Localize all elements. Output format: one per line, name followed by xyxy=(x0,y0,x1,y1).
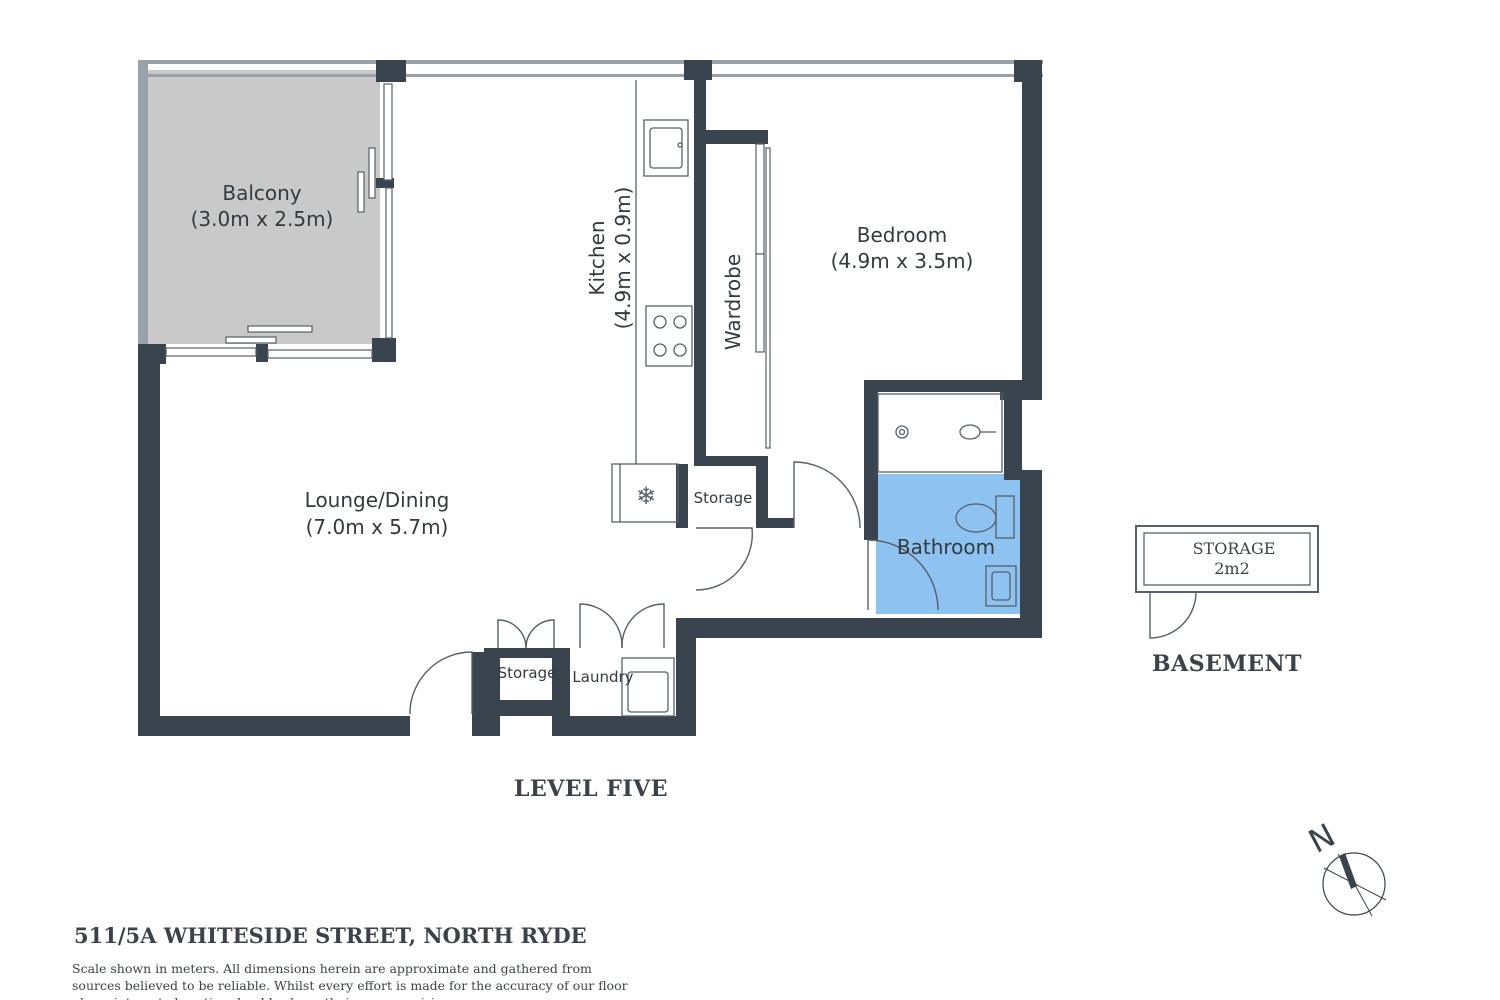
laundry-tub xyxy=(621,657,675,717)
balcony-label: Balcony xyxy=(222,181,301,205)
level-title: LEVEL FIVE xyxy=(514,776,668,802)
bedroom-label: Bedroom xyxy=(857,223,947,247)
kitchen-bench xyxy=(611,80,693,523)
kitchen-dims: (4.9m x 0.9m) xyxy=(611,187,635,330)
address: 511/5A WHITESIDE STREET, NORTH RYDE xyxy=(74,923,587,948)
compass-icon xyxy=(1322,852,1387,917)
bathroom-label: Bathroom xyxy=(897,535,995,559)
compass-north-label: N xyxy=(1302,816,1341,861)
wardrobe-doors xyxy=(755,143,771,449)
lounge-label: Lounge/Dining xyxy=(305,488,450,512)
bedroom-dims: (4.9m x 3.5m) xyxy=(831,249,974,273)
balcony-floor xyxy=(148,70,380,344)
balcony-glazing xyxy=(165,83,393,359)
balcony-dims: (3.0m x 2.5m) xyxy=(191,207,334,231)
basement-storage-area: 2m2 xyxy=(1214,559,1250,578)
basement-storage-label: STORAGE xyxy=(1193,539,1276,558)
bathroom-fixtures xyxy=(877,393,1017,607)
storage-entry-label: Storage xyxy=(498,664,557,682)
wardrobe-label: Wardrobe xyxy=(721,254,745,350)
storage-hall-label: Storage xyxy=(694,489,753,507)
lounge-dims: (7.0m x 5.7m) xyxy=(306,515,449,539)
fridge-icon: ❄ xyxy=(636,482,656,510)
walls xyxy=(138,60,1043,736)
laundry-label: Laundry xyxy=(572,668,633,686)
basement-title: BASEMENT xyxy=(1152,651,1302,677)
kitchen-label: Kitchen xyxy=(585,220,609,295)
basement-storage xyxy=(1135,525,1319,639)
disclaimer: Scale shown in meters. All dimensions he… xyxy=(72,961,628,1000)
bathroom-floor xyxy=(876,474,1020,614)
doors xyxy=(409,461,939,714)
